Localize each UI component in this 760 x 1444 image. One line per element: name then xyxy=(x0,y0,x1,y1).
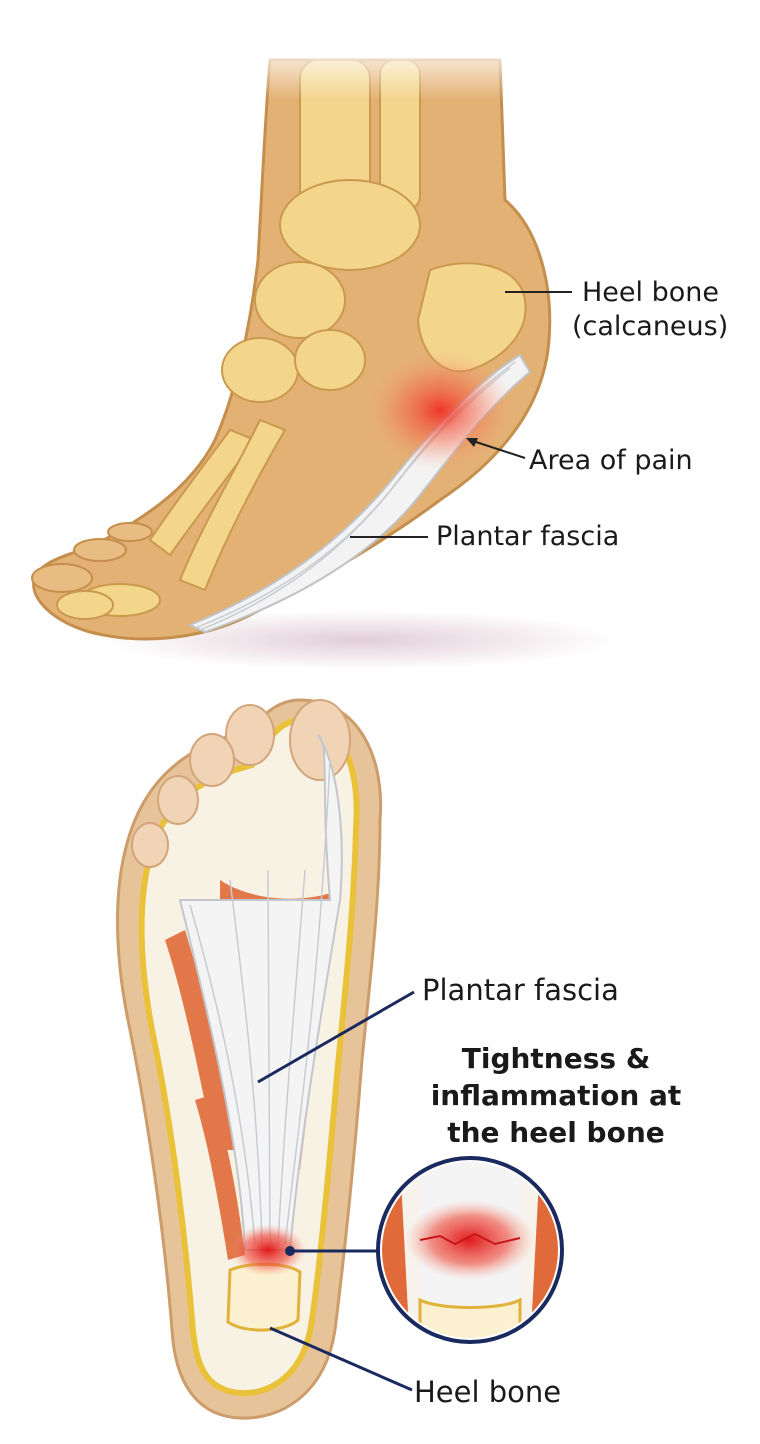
plantar-fascia-label-bottom: Plantar fascia xyxy=(422,973,619,1007)
heel-bone-label-line2: (calcaneus) xyxy=(572,311,729,342)
plantar-fascia-leader-bottom xyxy=(257,990,415,1084)
toe-2 xyxy=(73,538,127,562)
heel-bone-label-line1: Heel bone xyxy=(582,277,719,308)
leg-fade xyxy=(250,40,530,100)
heel-inflammation xyxy=(230,1224,306,1276)
area-of-pain-arrowhead xyxy=(466,438,478,447)
foot-side-view-illustration xyxy=(31,40,620,670)
plantar-fascia-label-top: Plantar fascia xyxy=(436,521,620,552)
callout-line-1: Tightness & xyxy=(461,1042,651,1075)
inflammation-marker-dot xyxy=(285,1246,295,1256)
toe-3 xyxy=(107,522,153,542)
fascia-fan-fibers xyxy=(189,759,331,1246)
area-of-pain-label: Area of pain xyxy=(529,445,693,476)
area-of-pain-leader xyxy=(469,439,526,459)
zoom-inset xyxy=(376,1156,564,1344)
plantar-fascia-fan xyxy=(178,734,343,1251)
heel-bone-leader-bottom xyxy=(269,1326,413,1392)
inflammation-callout: Tightness & inflammation at the heel bon… xyxy=(406,1040,706,1151)
callout-line-2: inflammation at xyxy=(430,1079,682,1112)
heel-bone-label-bottom: Heel bone xyxy=(414,1375,562,1409)
toe-1 xyxy=(31,563,93,593)
callout-line-3: the heel bone xyxy=(447,1116,665,1149)
pain-area-glow xyxy=(365,350,515,470)
